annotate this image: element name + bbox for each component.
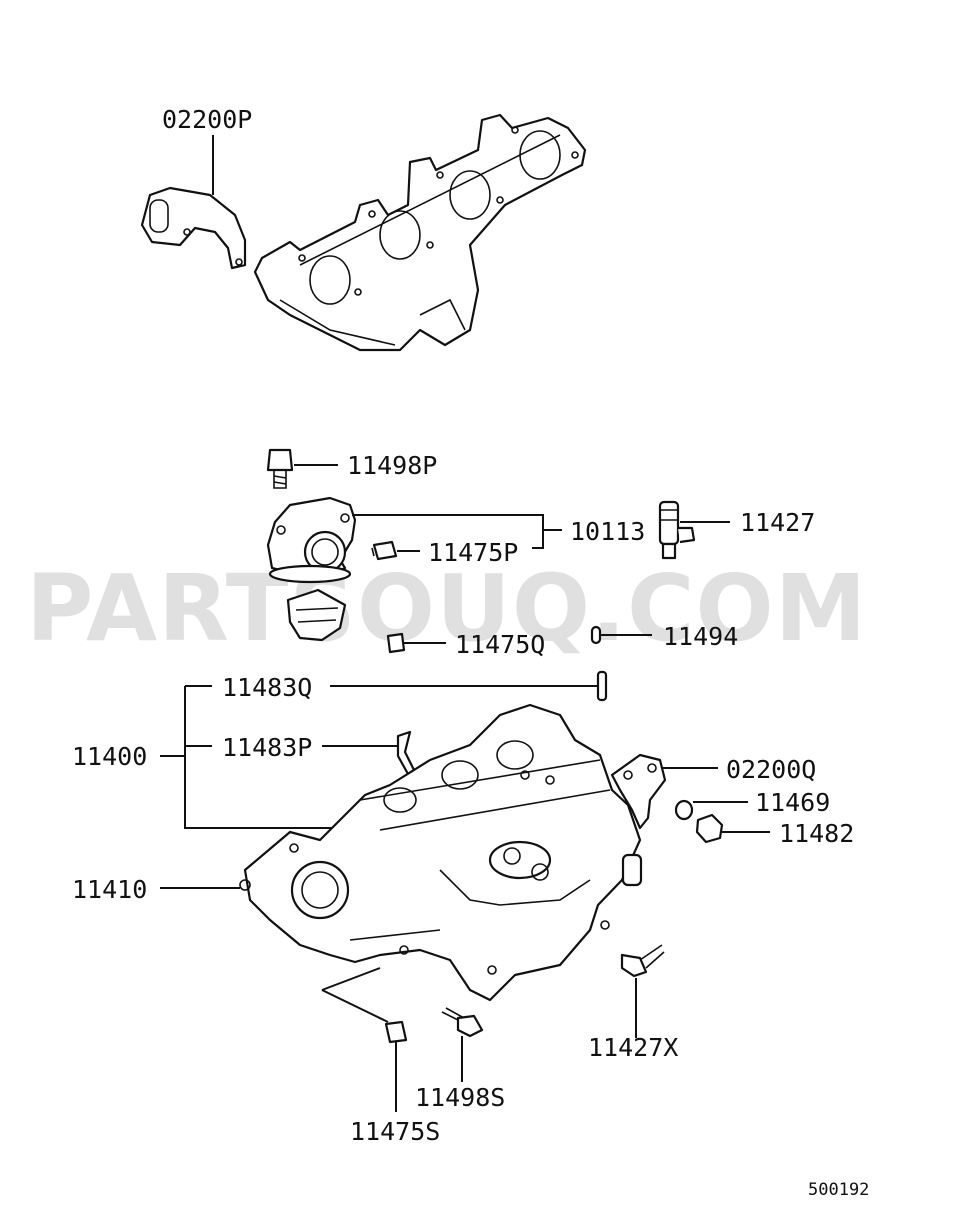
bolt-11498p[interactable] [266, 448, 294, 489]
washer-11469[interactable] [674, 799, 694, 821]
label-11469[interactable]: 11469 [755, 788, 830, 817]
label-11475q[interactable]: 11475Q [455, 630, 545, 659]
diagram-code: 500192 [808, 1180, 869, 1200]
label-02200q[interactable]: 02200Q [726, 755, 816, 784]
label-11483p[interactable]: 11483P [222, 733, 312, 762]
plug-11475q[interactable] [386, 632, 406, 654]
bracket-11400 [160, 685, 390, 829]
thermostat[interactable] [286, 588, 347, 642]
stud-11483p[interactable] [396, 730, 416, 776]
plug-11475s[interactable] [384, 1020, 408, 1044]
valve-11427[interactable] [658, 500, 696, 560]
label-11494[interactable]: 11494 [663, 622, 738, 651]
label-02200p[interactable]: 02200P [162, 105, 252, 134]
plug-11475p[interactable] [371, 540, 398, 561]
bolt-11498s[interactable] [441, 1007, 484, 1038]
label-11427[interactable]: 11427 [740, 508, 815, 537]
label-11475s[interactable]: 11475S [350, 1117, 440, 1146]
watermark: PARTSOUQ.COM [26, 555, 867, 662]
intake-manifold-11410[interactable] [239, 703, 643, 1002]
bracket-02200q[interactable] [610, 753, 667, 830]
exhaust-manifold[interactable] [253, 113, 587, 352]
label-11482[interactable]: 11482 [779, 819, 854, 848]
bracket-02200p[interactable] [140, 186, 247, 270]
label-10113[interactable]: 10113 [570, 517, 645, 546]
stud-11483q[interactable] [596, 670, 608, 702]
label-11427x[interactable]: 11427X [588, 1033, 678, 1062]
nut-11482[interactable] [695, 813, 724, 844]
leader-11475s [321, 967, 397, 1112]
label-11483q[interactable]: 11483Q [222, 673, 312, 702]
pin-11494[interactable] [590, 625, 602, 645]
label-11498s[interactable]: 11498S [415, 1083, 505, 1112]
label-11475p[interactable]: 11475P [428, 538, 518, 567]
thermostat-housing-10113[interactable] [266, 496, 357, 584]
bracket-10113 [352, 514, 562, 549]
label-11498p[interactable]: 11498P [347, 451, 437, 480]
sensor-11427x[interactable] [620, 944, 665, 978]
label-11400[interactable]: 11400 [72, 742, 147, 771]
label-11410[interactable]: 11410 [72, 875, 147, 904]
